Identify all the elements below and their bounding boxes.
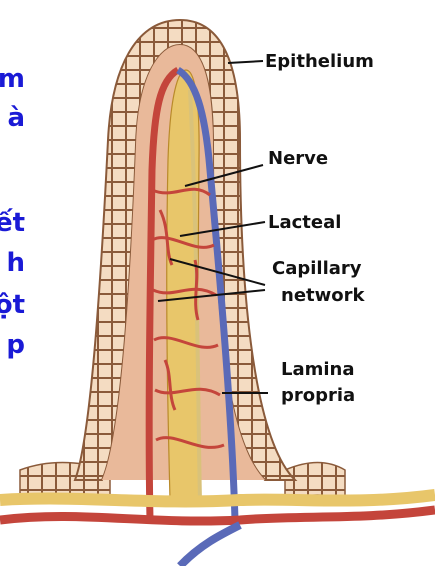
- side-text-fragment-1: m: [0, 66, 25, 92]
- label-lacteal: Lacteal: [268, 212, 341, 233]
- label-capillary-line2: network: [281, 285, 364, 306]
- label-lamina-line2: propria: [281, 385, 355, 406]
- side-text-fragment-6: p: [6, 332, 25, 358]
- label-epithelium: Epithelium: [265, 51, 374, 72]
- label-nerve: Nerve: [268, 148, 328, 169]
- bottom-artery: [0, 510, 435, 521]
- side-text-fragment-5: ột: [0, 292, 25, 318]
- epithelium-pointer: [228, 61, 263, 63]
- label-lamina-line1: Lamina: [281, 359, 355, 380]
- side-text-fragment-4: h: [6, 250, 25, 276]
- side-text-fragment-2: à: [7, 105, 25, 131]
- bottom-lacteal: [0, 495, 435, 501]
- bottom-vein: [180, 525, 240, 566]
- side-text-fragment-3: ết: [0, 210, 25, 236]
- label-capillary-line1: Capillary: [272, 258, 362, 279]
